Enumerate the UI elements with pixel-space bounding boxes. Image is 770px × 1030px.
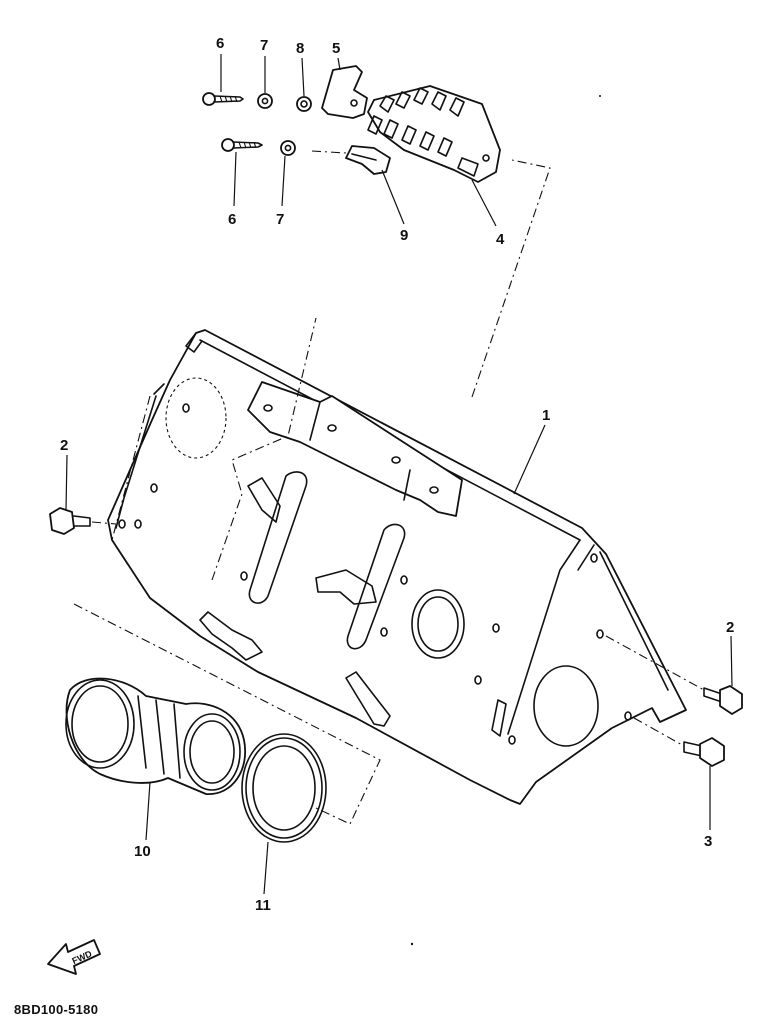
callout-7-upper: 7 (260, 37, 268, 54)
callout-6-lower: 6 (228, 211, 236, 228)
leader-lines (65, 54, 733, 895)
seal-ring-part-11 (241, 733, 327, 843)
diagram-code: 8BD100-5180 (14, 1002, 99, 1017)
callout-6-upper: 6 (216, 35, 224, 52)
bracket-part-5 (321, 65, 368, 119)
forward-arrow-icon: FWD (47, 939, 101, 975)
washer-part-7-upper (257, 93, 273, 109)
callout-8: 8 (296, 40, 304, 57)
callout-9: 9 (400, 227, 408, 244)
clip-part-9 (345, 145, 391, 175)
washer-part-7-lower (280, 140, 296, 156)
bolt-part-2-left (49, 507, 91, 535)
callout-10: 10 (134, 843, 151, 860)
washer-part-8 (296, 96, 312, 112)
callout-7-lower: 7 (276, 211, 284, 228)
panel-part-1 (107, 317, 687, 805)
screw-part-6-upper (202, 92, 244, 106)
callout-11: 11 (255, 897, 271, 914)
intake-duct-part-10 (65, 677, 246, 795)
callout-2-left: 2 (60, 437, 68, 454)
bolt-part-3 (683, 737, 725, 767)
screw-part-6-lower (221, 138, 263, 152)
callout-5: 5 (332, 40, 340, 57)
connector-block-part-4 (367, 85, 501, 183)
callout-4: 4 (496, 231, 505, 248)
bolt-part-2-right (703, 685, 743, 715)
callout-1: 1 (542, 407, 550, 424)
callout-2-right: 2 (726, 619, 734, 636)
callout-3: 3 (704, 833, 712, 850)
